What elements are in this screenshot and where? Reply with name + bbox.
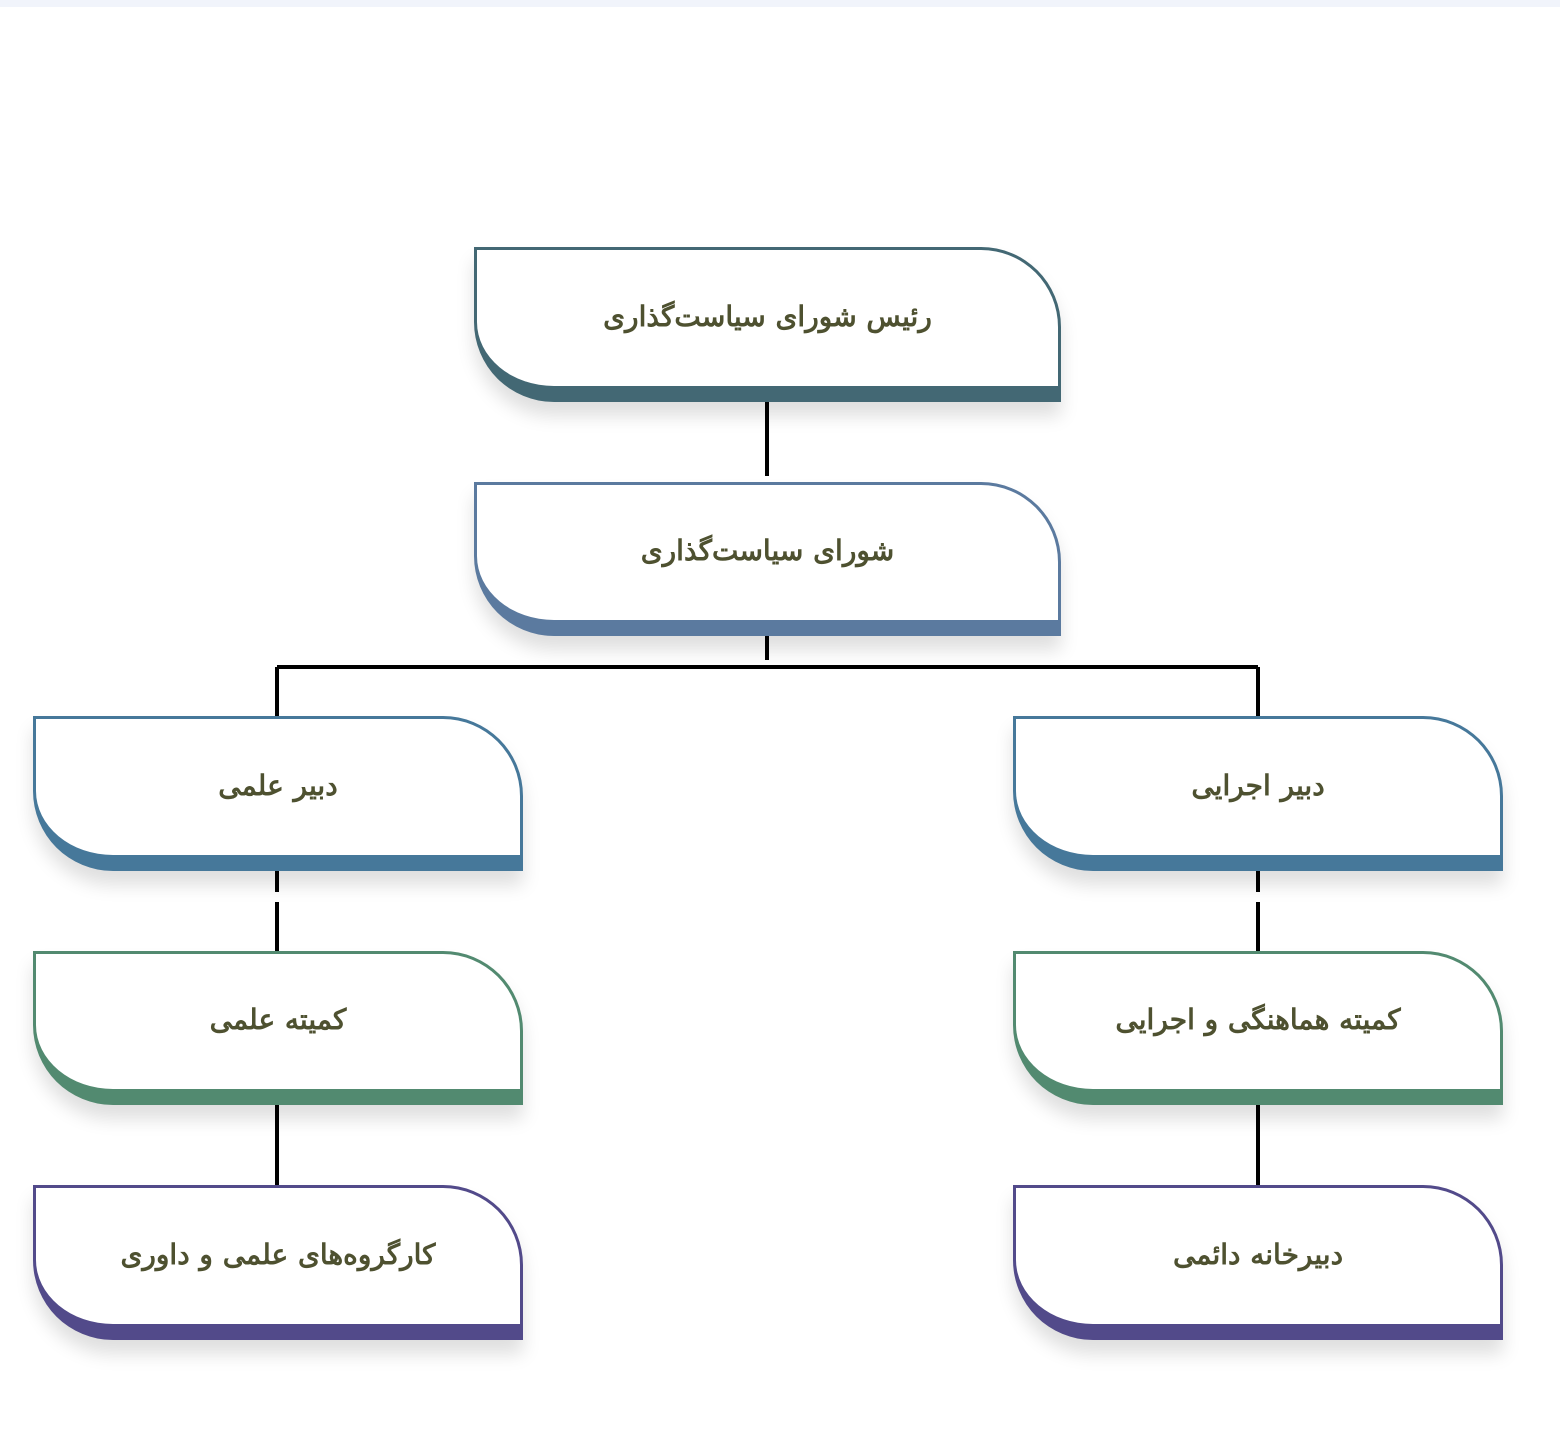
top-strip <box>0 0 1560 7</box>
node-working-groups-label: کارگروه‌های علمی و داوری <box>120 1237 436 1271</box>
node-scientific-secretary: دبیر علمی <box>33 716 523 871</box>
node-scientific-committee: کمیته علمی <box>33 951 523 1105</box>
node-scientific-committee-label: کمیته علمی <box>209 1003 347 1036</box>
node-permanent-secretariat-label: دبیرخانه دائمی <box>1172 1237 1344 1271</box>
node-working-groups: کارگروه‌های علمی و داوری <box>33 1185 523 1340</box>
node-coordination-committee-label: کمیته هماهنگی و اجرایی <box>1115 1003 1401 1036</box>
node-scientific-secretary-label: دبیر علمی <box>218 768 338 802</box>
node-permanent-secretariat: دبیرخانه دائمی <box>1013 1185 1503 1340</box>
node-coordination-committee: کمیته هماهنگی و اجرایی <box>1013 951 1503 1105</box>
node-policy-council-chair-label: رئیس شورای سیاست‌گذاری <box>603 299 932 333</box>
node-policy-council-label: شورای سیاست‌گذاری <box>640 534 895 567</box>
node-policy-council: شورای سیاست‌گذاری <box>474 482 1061 636</box>
node-executive-secretary: دبیر اجرایی <box>1013 716 1503 871</box>
node-executive-secretary-label: دبیر اجرایی <box>1191 768 1325 802</box>
node-policy-council-chair: رئیس شورای سیاست‌گذاری <box>474 247 1061 402</box>
